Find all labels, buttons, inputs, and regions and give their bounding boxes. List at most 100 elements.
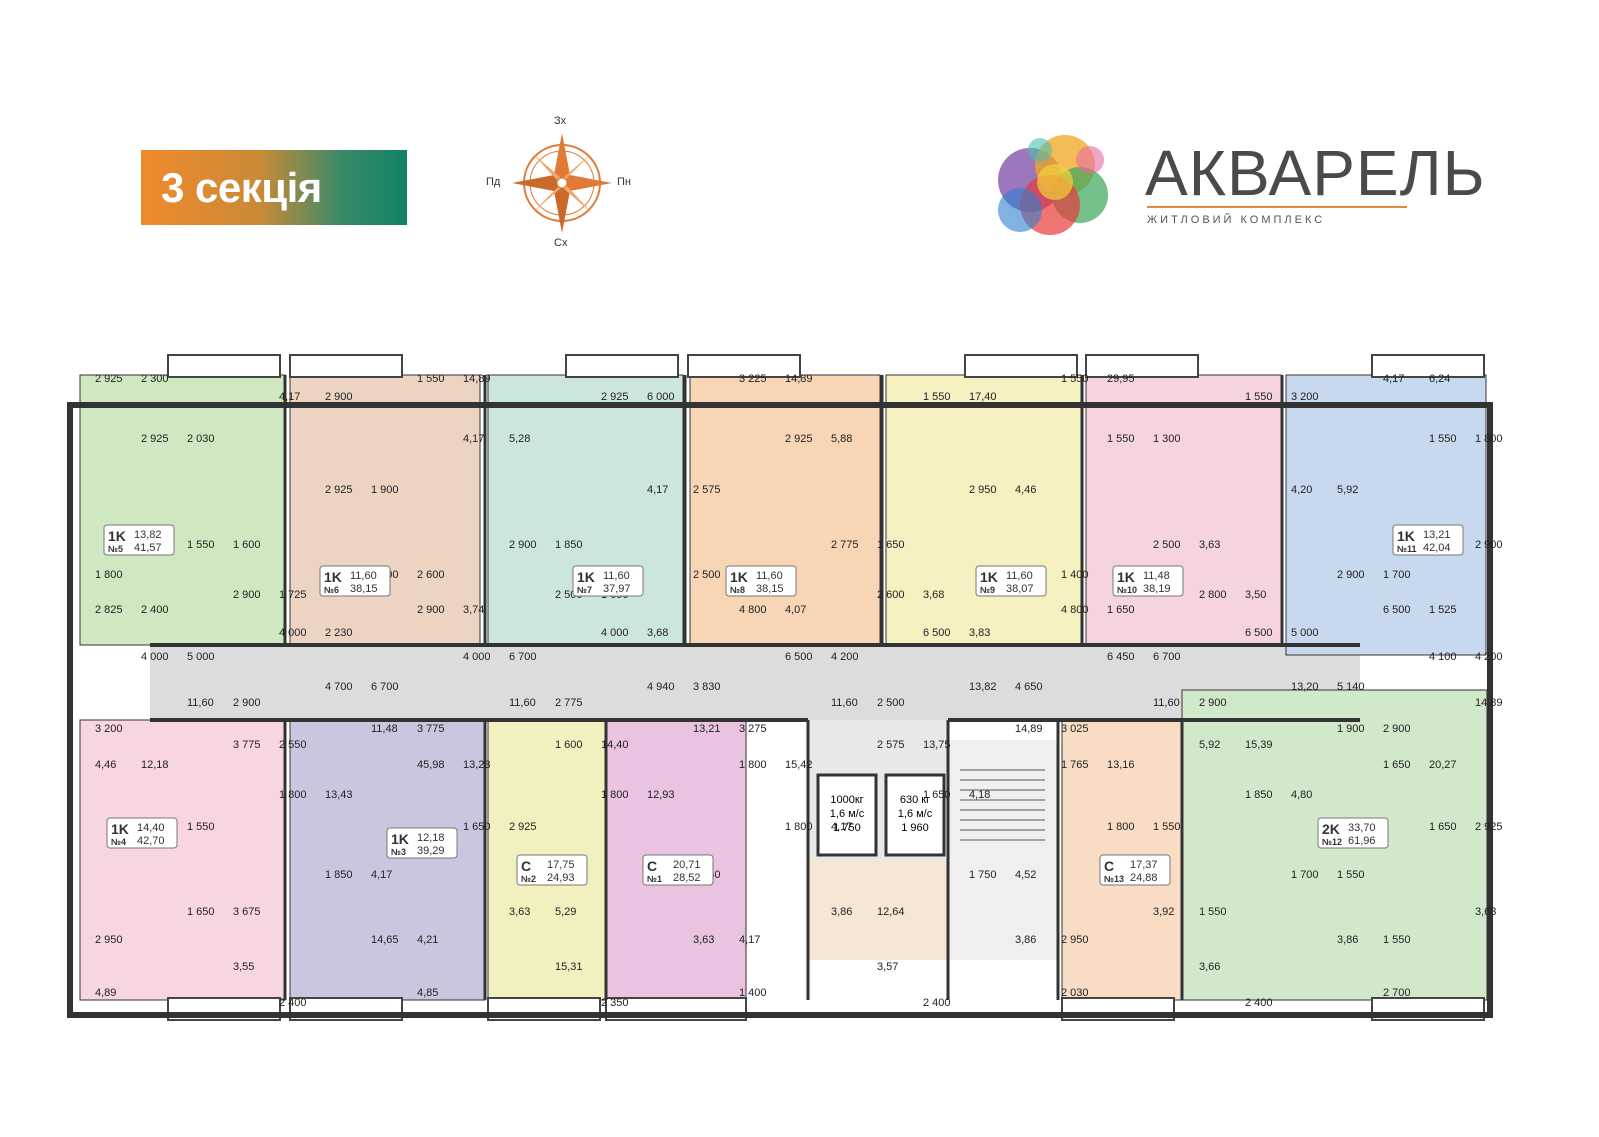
dimension-label: 1 650 xyxy=(923,789,951,801)
dimension-label: 2 575 xyxy=(877,739,905,751)
unit-number: №3 xyxy=(391,847,406,857)
dimension-label: 4,17 xyxy=(279,391,300,403)
dimension-label: 4,80 xyxy=(1291,789,1312,801)
dimension-label: 2 700 xyxy=(1383,987,1411,999)
dimension-label: 1 800 xyxy=(1475,433,1503,445)
dimension-label: 5 140 xyxy=(1337,681,1365,693)
lift-label: 1000кг xyxy=(830,794,863,806)
dimension-label: 5,29 xyxy=(555,906,576,918)
dimension-label: 3 200 xyxy=(1291,391,1319,403)
dimension-label: 1 800 xyxy=(601,789,629,801)
unit-total-area: 61,96 xyxy=(1348,835,1376,847)
dimension-label: 2 925 xyxy=(141,433,169,445)
lift-label: 1 960 xyxy=(901,822,929,834)
dimension-label: 15,31 xyxy=(555,961,583,973)
dimension-label: 1 400 xyxy=(1061,569,1089,581)
unit-type: 1K xyxy=(980,569,998,585)
dimension-label: 4 200 xyxy=(831,651,859,663)
unit-number: №13 xyxy=(1104,874,1124,884)
dimension-label: 2 900 xyxy=(509,539,537,551)
dimension-label: 2 030 xyxy=(187,433,215,445)
unit-total-area: 38,15 xyxy=(756,583,784,595)
dimension-label: 2 500 xyxy=(693,569,721,581)
dimension-label: 2 900 xyxy=(1383,723,1411,735)
dimension-label: 2 400 xyxy=(141,604,169,616)
dimension-label: 4 100 xyxy=(1429,651,1457,663)
dimension-label: 4,07 xyxy=(785,604,806,616)
dimension-label: 1 400 xyxy=(739,987,767,999)
unit-type: 1K xyxy=(391,831,409,847)
dimension-label: 2 900 xyxy=(417,604,445,616)
dimension-label: 13,23 xyxy=(463,759,491,771)
dimension-label: 1 800 xyxy=(1107,821,1135,833)
unit-number: №4 xyxy=(111,837,126,847)
dimension-label: 3 225 xyxy=(739,373,767,385)
unit-total-area: 42,04 xyxy=(1423,542,1451,554)
dimension-label: 1 550 xyxy=(187,821,215,833)
dimension-label: 13,20 xyxy=(1291,681,1319,693)
unit-living-area: 11,60 xyxy=(1006,570,1033,582)
dimension-label: 3 775 xyxy=(233,739,261,751)
dimension-label: 12,93 xyxy=(647,789,675,801)
unit-6-fill xyxy=(289,374,481,646)
dimension-label: 2 925 xyxy=(95,373,123,385)
unit-type: 1K xyxy=(1117,569,1135,585)
dimension-label: 3 025 xyxy=(1061,723,1089,735)
unit-living-area: 20,71 xyxy=(673,859,701,871)
dimension-label: 3 200 xyxy=(95,723,123,735)
dimension-label: 2 950 xyxy=(95,934,123,946)
compass-east: Пн xyxy=(617,176,631,188)
dimension-label: 11,60 xyxy=(187,697,214,709)
dimension-label: 4,52 xyxy=(1015,869,1036,881)
dimension-label: 11,60 xyxy=(831,697,858,709)
dimension-label: 4,89 xyxy=(95,987,116,999)
dimension-label: 11,60 xyxy=(509,697,536,709)
dimension-label: 13,82 xyxy=(969,681,997,693)
dimension-label: 1 800 xyxy=(739,759,767,771)
dimension-label: 1 550 xyxy=(1061,373,1089,385)
dimension-label: 2 925 xyxy=(601,391,629,403)
dimension-label: 6 500 xyxy=(1245,627,1273,639)
dimension-label: 4 000 xyxy=(601,627,629,639)
dimension-label: 4 940 xyxy=(647,681,675,693)
unit-living-area: 17,37 xyxy=(1130,859,1158,871)
dimension-label: 4 000 xyxy=(279,627,307,639)
dimension-label: 2 900 xyxy=(1475,539,1503,551)
dimension-label: 4 000 xyxy=(463,651,491,663)
dimension-label: 3 675 xyxy=(233,906,261,918)
dimension-label: 1 650 xyxy=(187,906,215,918)
dimension-label: 3,55 xyxy=(233,961,254,973)
dimension-label: 5,88 xyxy=(831,433,852,445)
dimension-label: 3,83 xyxy=(969,627,990,639)
lift-label: 1 750 xyxy=(833,822,861,834)
dimension-label: 1 550 xyxy=(1107,433,1135,445)
dimension-label: 2 900 xyxy=(325,391,353,403)
unit-11-fill xyxy=(1285,374,1487,656)
unit-type: 1K xyxy=(108,528,126,544)
dimension-label: 45,98 xyxy=(417,759,445,771)
dimension-label: 1 700 xyxy=(1383,569,1411,581)
dimension-label: 1 725 xyxy=(279,589,307,601)
dimension-label: 2 350 xyxy=(601,997,629,1009)
unit-living-area: 17,75 xyxy=(547,859,575,871)
dimension-label: 2 230 xyxy=(325,627,353,639)
unit-number: №10 xyxy=(1117,585,1137,595)
dimension-label: 14,40 xyxy=(601,739,629,751)
dimension-label: 4 800 xyxy=(739,604,767,616)
dimension-label: 13,21 xyxy=(693,723,721,735)
dimension-label: 11,60 xyxy=(1153,697,1180,709)
dimension-label: 3,68 xyxy=(923,589,944,601)
dimension-label: 4,17 xyxy=(371,869,392,881)
dimension-label: 4,17 xyxy=(1383,373,1404,385)
dimension-label: 5 000 xyxy=(1291,627,1319,639)
unit-living-area: 12,18 xyxy=(417,832,445,844)
dimension-label: 6 000 xyxy=(647,391,675,403)
dimension-label: 2 925 xyxy=(785,433,813,445)
dimension-label: 4,20 xyxy=(1291,484,1312,496)
section-badge: 3 секція xyxy=(141,150,407,225)
dimension-label: 1 700 xyxy=(1291,869,1319,881)
dimension-label: 2 775 xyxy=(831,539,859,551)
dimension-label: 2 925 xyxy=(325,484,353,496)
